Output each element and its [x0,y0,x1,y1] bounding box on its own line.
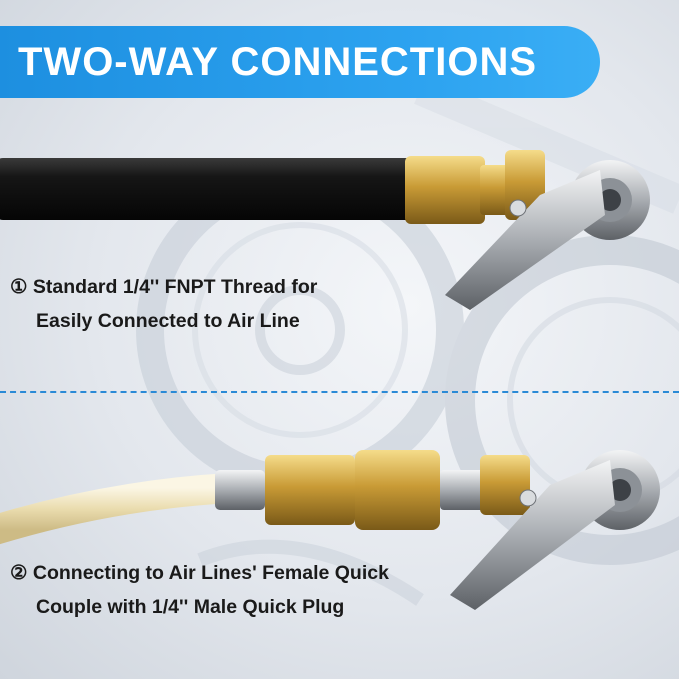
caption-1-line-2: Easily Connected to Air Line [36,310,300,332]
caption-fnpt-thread: ① Standard 1/4'' FNPT Thread for Easily … [10,270,317,338]
clear-hose-assembly [0,450,660,610]
section-divider [0,391,679,393]
header-banner: TWO-WAY CONNECTIONS [0,26,600,98]
black-hose-assembly [0,150,650,310]
banner-title: TWO-WAY CONNECTIONS [18,39,538,84]
caption-2-line-1: ② Connecting to Air Lines' Female Quick [10,562,389,584]
caption-quick-plug: ② Connecting to Air Lines' Female Quick … [10,556,389,624]
caption-1-line-1: ① Standard 1/4'' FNPT Thread for [10,276,318,298]
caption-2-line-2: Couple with 1/4'' Male Quick Plug [36,596,345,618]
